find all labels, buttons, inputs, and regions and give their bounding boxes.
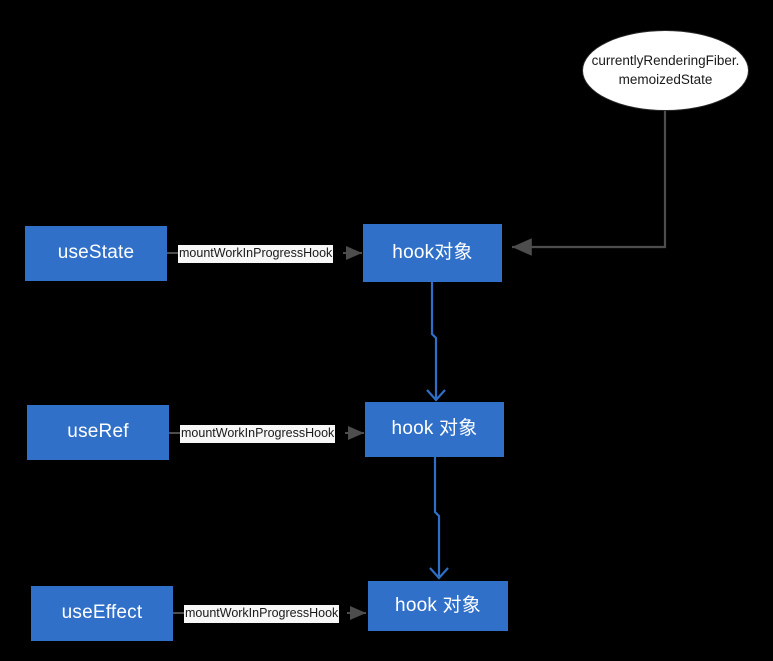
node-hook-object-1-label: hook对象 xyxy=(392,241,473,263)
ellipse-text-block: currentlyRenderingFiber. memoizedState xyxy=(592,52,740,88)
node-hook-object-2-label: hook 对象 xyxy=(391,418,478,440)
edge-hook-object-2-to-3 xyxy=(433,457,441,576)
node-useref-label: useRef xyxy=(67,421,129,443)
node-usestate-label: useState xyxy=(57,242,135,264)
edge-label-useeffect: mountWorkInProgressHook xyxy=(184,605,340,623)
node-useeffect-label: useEffect xyxy=(61,602,143,624)
node-hook-object-3[interactable]: hook 对象 xyxy=(368,581,508,631)
node-useref[interactable]: useRef xyxy=(27,405,169,460)
ellipse-line-2: memoizedState xyxy=(618,71,713,87)
arrowhead-hook-object-2 xyxy=(426,389,446,402)
node-currently-rendering-fiber-memoized-state[interactable]: currentlyRenderingFiber. memoizedState xyxy=(582,30,749,111)
edge-label-useref: mountWorkInProgressHook xyxy=(180,425,336,443)
node-hook-object-1[interactable]: hook对象 xyxy=(363,224,502,282)
edge-label-usestate: mountWorkInProgressHook xyxy=(178,245,334,263)
arrowhead-hook-object-3 xyxy=(429,567,449,580)
node-usestate[interactable]: useState xyxy=(25,226,167,281)
ellipse-line-1: currentlyRenderingFiber. xyxy=(591,53,740,69)
node-useeffect[interactable]: useEffect xyxy=(31,586,173,641)
edge-ellipse-to-hook-object-1 xyxy=(511,110,667,256)
edge-hook-object-1-to-2 xyxy=(430,282,438,398)
node-hook-object-3-label: hook 对象 xyxy=(395,594,481,616)
node-hook-object-2[interactable]: hook 对象 xyxy=(365,402,504,457)
